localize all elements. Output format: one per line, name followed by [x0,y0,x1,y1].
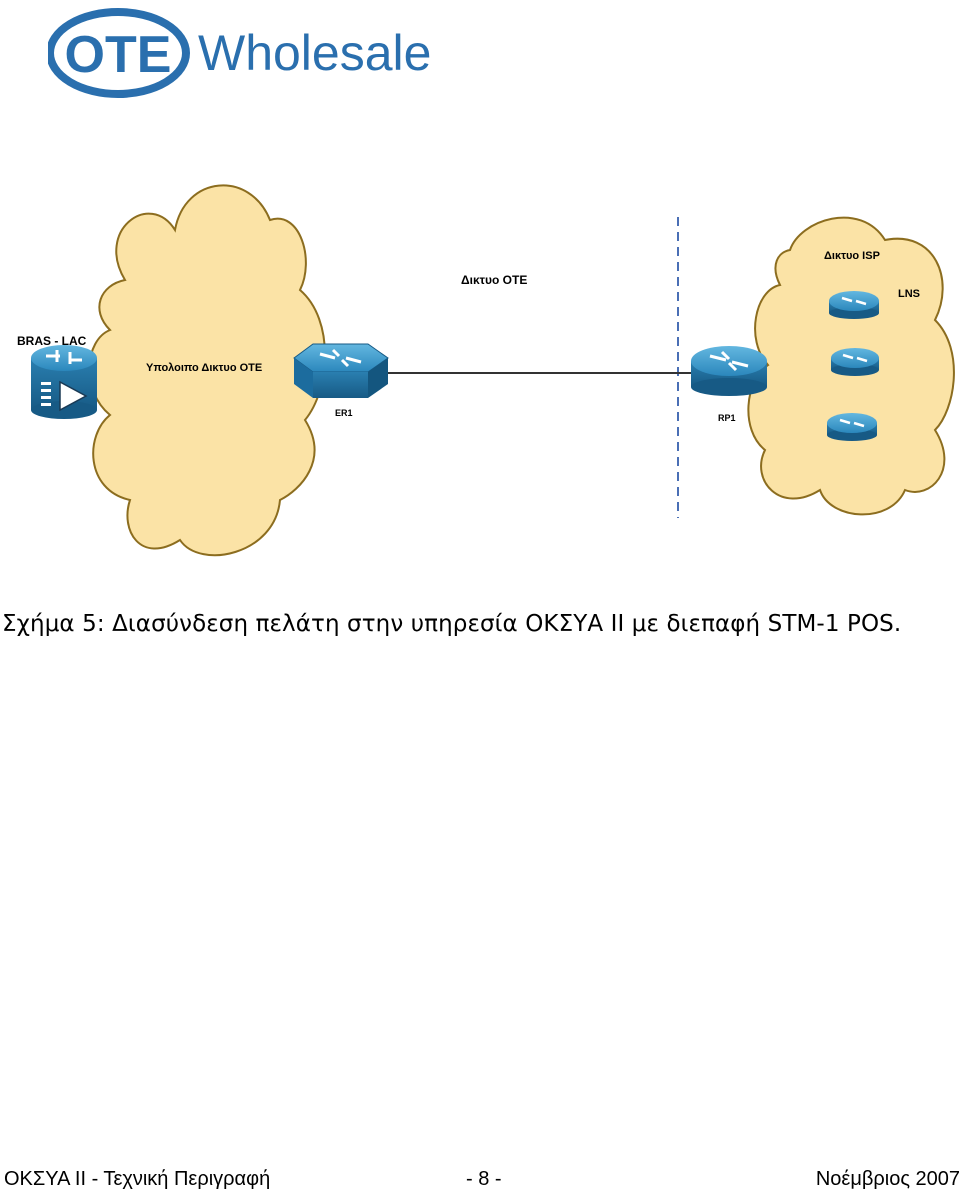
logo-product-text: Wholesale [198,25,431,81]
ote-network-label: Δικτυο ΟΤΕ [461,273,528,287]
footer-document-title: ΟΚΣΥΑ ΙΙ - Τεχνική Περιγραφή [4,1168,271,1190]
isp-router-2-icon [831,348,879,376]
bras-lac-label: BRAS - LAC [17,334,87,348]
lns-label: LNS [898,288,920,300]
footer-page-number: - 8 - [466,1168,502,1190]
lns-router-icon [829,291,879,319]
footer-date: Νοέμβριος 2007 [815,1168,960,1190]
ote-wholesale-logo: OTE Wholesale [48,8,431,98]
network-diagram: Δικτυο ΟΤΕ Δικτυο ISP LNS BRAS - LAC Υπο… [0,170,960,570]
rp1-router-icon [691,346,767,396]
figure-caption: Σχήμα 5: Διασύνδεση πελάτη στην υπηρεσία… [2,611,902,637]
logo-brand-text: OTE [65,26,172,84]
bras-lac-device-icon [31,345,97,419]
isp-network-label: Δικτυο ISP [824,250,880,262]
rp1-label: RP1 [718,413,736,423]
isp-router-3-icon [827,413,877,441]
ote-network-cloud [88,184,326,557]
er1-label: ER1 [335,408,353,418]
er1-router-icon [293,343,389,398]
rest-ote-network-label: Υπολοιπο Δικτυο ΟΤΕ [146,362,263,374]
